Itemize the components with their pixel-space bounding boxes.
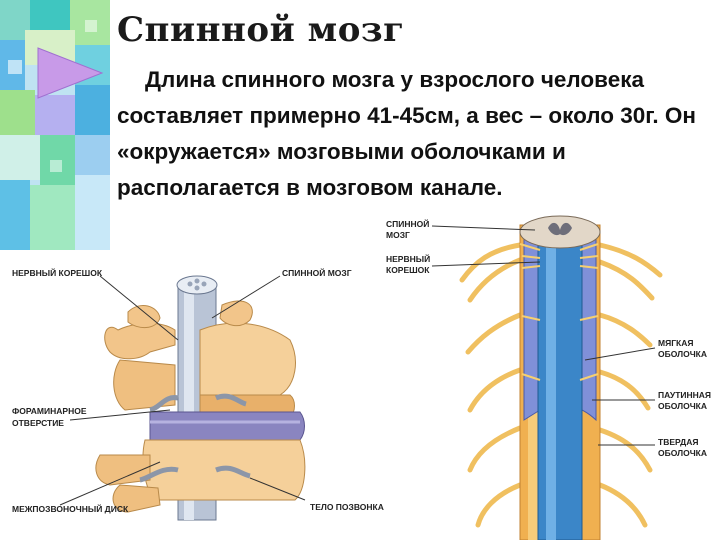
paragraph-text: Длина спинного мозга у взрослого человек… bbox=[117, 67, 696, 200]
label-spinal-cord-r-line1: СПИННОЙ bbox=[386, 218, 429, 229]
label-dura-mater-line1: ТВЕРДАЯ bbox=[658, 437, 698, 447]
slide-title: Спинной мозг bbox=[117, 10, 404, 50]
label-pia-mater-line2: ОБОЛОЧКА bbox=[658, 349, 707, 359]
slide-paragraph: Длина спинного мозга у взрослого человек… bbox=[117, 62, 717, 206]
label-vertebral-body: ТЕЛО ПОЗВОНКА bbox=[310, 502, 384, 512]
label-spinal-cord: СПИННОЙ МОЗГ bbox=[282, 267, 352, 278]
label-nerve-root-r-line2: КОРЕШОК bbox=[386, 265, 430, 275]
label-arachnoid-line2: ОБОЛОЧКА bbox=[658, 401, 707, 411]
label-foraminal-opening-line2: ОТВЕРСТИЕ bbox=[12, 418, 64, 428]
label-intervertebral-disc: МЕЖПОЗВОНОЧНЫЙ ДИСК bbox=[12, 503, 129, 514]
label-spinal-cord-r-line2: МОЗГ bbox=[386, 230, 410, 240]
label-nerve-root-r-line1: НЕРВНЫЙ bbox=[386, 253, 430, 264]
label-pia-mater-line1: МЯГКАЯ bbox=[658, 338, 693, 348]
label-dura-mater-line2: ОБОЛОЧКА bbox=[658, 448, 707, 458]
decorative-mosaic bbox=[0, 0, 110, 250]
label-foraminal-opening-line1: ФОРАМИНАРНОЕ bbox=[12, 406, 87, 416]
label-nerve-root: НЕРВНЫЙ КОРЕШОК bbox=[12, 267, 103, 278]
label-arachnoid-line1: ПАУТИННАЯ bbox=[658, 390, 711, 400]
